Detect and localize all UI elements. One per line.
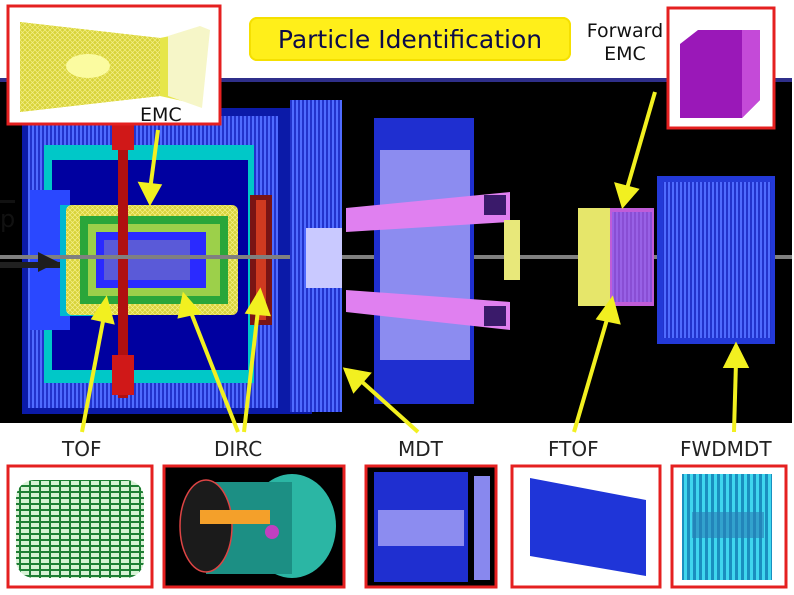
label-forward-emc-line2: EMC <box>604 43 646 65</box>
forward-spectrometer <box>578 176 775 344</box>
inset-dirc <box>162 464 346 589</box>
label-fwdmdt: FWDMDT <box>680 437 772 461</box>
label-forward-emc: Forward EMC <box>580 20 670 66</box>
label-emc: EMC <box>140 104 182 126</box>
label-mdt: MDT <box>398 437 443 461</box>
inset-tof <box>6 464 154 589</box>
label-dirc: DIRC <box>214 437 263 461</box>
label-antiproton: p <box>0 200 16 233</box>
label-tof: TOF <box>62 437 102 461</box>
inset-mdt <box>364 464 498 589</box>
label-forward-emc-line1: Forward <box>586 20 664 42</box>
inset-emc <box>6 4 222 126</box>
label-ftof: FTOF <box>548 437 599 461</box>
dipole-and-mdt <box>290 100 520 412</box>
inset-fwdmdt <box>670 464 788 589</box>
pointer-arrows <box>80 91 750 434</box>
inset-ftof <box>510 464 662 589</box>
title-banner: Particle Identification <box>249 17 571 61</box>
inset-forward-emc <box>666 6 776 130</box>
target-pipe <box>118 98 128 398</box>
page-title: Particle Identification <box>277 24 543 54</box>
